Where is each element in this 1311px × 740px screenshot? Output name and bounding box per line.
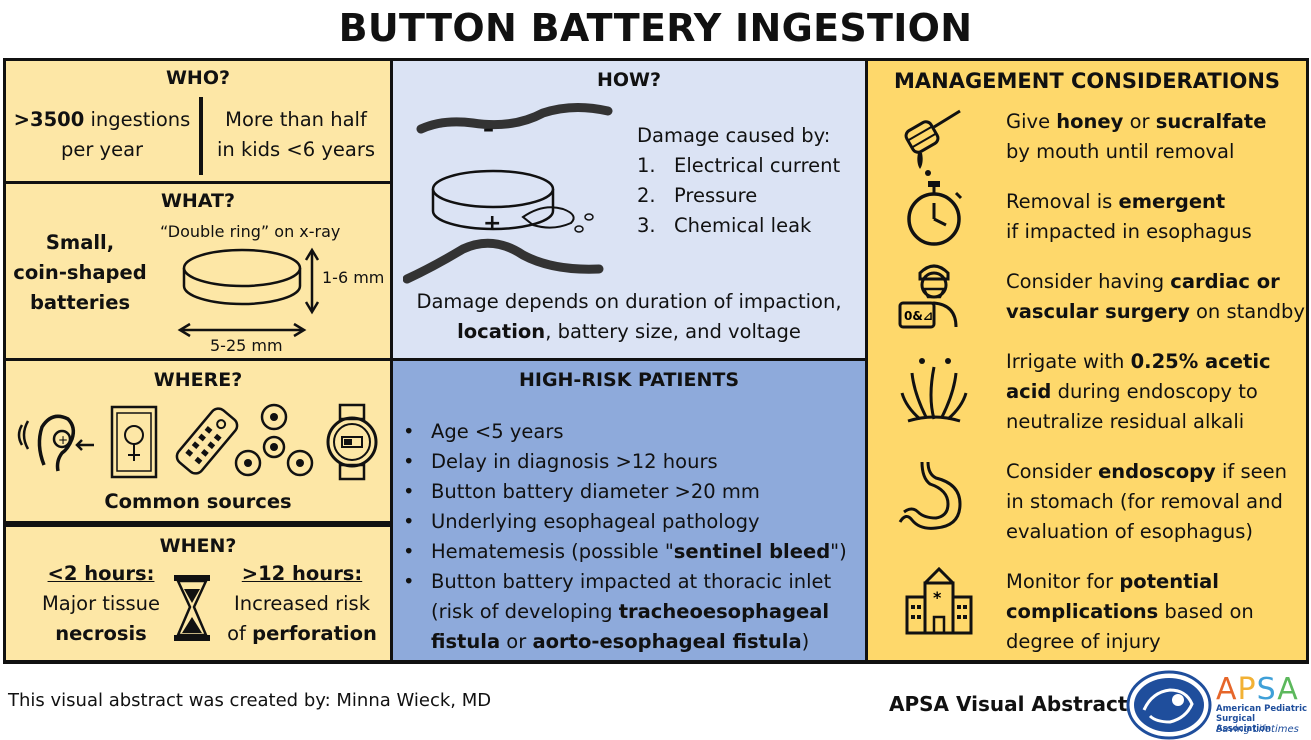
how-heading: HOW? xyxy=(596,69,662,91)
high-risk-heading: HIGH-RISK PATIENTS xyxy=(518,369,740,391)
apsa-logo-icon xyxy=(1126,670,1212,740)
cause-item: 1.Electrical current xyxy=(637,154,841,177)
svg-text:*: * xyxy=(933,588,942,607)
high-risk-panel: HIGH-RISK PATIENTS •Age <5 years •Delay … xyxy=(393,361,865,660)
when-heading: WHEN? xyxy=(159,535,237,557)
list-item: •Button battery impacted at thoracic inl… xyxy=(403,570,832,653)
list-item: •Button battery diameter >20 mm xyxy=(403,480,760,503)
what-panel: WHAT? Small, coin-shaped batteries “Doub… xyxy=(6,184,390,358)
where-caption: Common sources xyxy=(104,490,292,513)
apsa-tagline: Saving Lifetimes xyxy=(1216,724,1299,735)
hourglass-icon xyxy=(174,575,210,641)
list-item: •Hematemesis (possible "sentinel bleed") xyxy=(403,540,847,563)
splash-icon xyxy=(900,358,968,423)
damage-depends: Damage depends on duration of impaction,… xyxy=(416,290,842,343)
where-panel: WHERE? + xyxy=(6,361,390,521)
svg-text:0&⊿: 0&⊿ xyxy=(904,309,933,323)
cause-item: 2.Pressure xyxy=(637,184,758,207)
who-divider xyxy=(199,97,203,175)
hospital-icon: * xyxy=(905,566,973,635)
fidget-spinner-icon xyxy=(234,403,314,477)
damage-causes: Damage caused by: 1.Electrical current 2.… xyxy=(637,121,840,241)
list-item: •Age <5 years xyxy=(403,420,564,443)
how-panel: HOW? – + Damage caused by: 1.Electrical … xyxy=(393,61,865,358)
management-heading: MANAGEMENT CONSIDERATIONS xyxy=(893,69,1281,93)
surgeon-icon: 0&⊿ xyxy=(898,264,958,329)
management-panel: MANAGEMENT CONSIDERATIONS Give honey or … xyxy=(868,61,1306,660)
battery-diagram-icon xyxy=(177,247,320,338)
stomach-icon xyxy=(898,461,962,530)
battery-height-label: 1-6 mm xyxy=(322,268,385,287)
management-irrigate: Irrigate with 0.25% acetic acid during e… xyxy=(1006,350,1271,433)
apsa-wordmark: APSA xyxy=(1216,672,1299,707)
svg-text:+: + xyxy=(58,433,68,447)
cause-item: 3.Chemical leak xyxy=(637,214,812,237)
list-item: •Delay in diagnosis >12 hours xyxy=(403,450,718,473)
who-heading: WHO? xyxy=(165,67,231,89)
apsa-letters: APSA xyxy=(1216,672,1299,707)
list-item: •Underlying esophageal pathology xyxy=(403,510,760,533)
management-removal: Removal is emergent if impacted in esoph… xyxy=(1006,190,1252,243)
causes-list: 1.Electrical current 2.Pressure 3.Chemical… xyxy=(637,151,840,241)
who-panel: WHO? >3500 ingestions per year More than… xyxy=(6,61,390,181)
xray-note: “Double ring” on x-ray xyxy=(160,222,341,241)
what-description: Small, coin-shaped batteries xyxy=(13,231,147,314)
who-ingestions: >3500 ingestions per year xyxy=(13,108,191,161)
battery-damage-icon xyxy=(403,102,613,284)
series-name: APSA Visual Abstracts xyxy=(889,692,1140,716)
when-early: <2 hours: Major tissue necrosis xyxy=(41,562,161,645)
management-monitor: Monitor for potential complications base… xyxy=(1006,570,1254,653)
page-title: BUTTON BATTERY INGESTION xyxy=(338,6,973,50)
negative-terminal: – xyxy=(483,117,494,142)
where-heading: WHERE? xyxy=(153,369,243,391)
high-risk-list: •Age <5 years •Delay in diagnosis >12 ho… xyxy=(403,417,863,657)
who-age: More than half in kids <6 years xyxy=(216,108,376,161)
when-late: >12 hours: Increased risk of perforation xyxy=(227,562,377,645)
infographic-frame: WHO? >3500 ingestions per year More than… xyxy=(3,58,1309,664)
battery-width-label: 5-25 mm xyxy=(210,336,283,355)
musical-card-icon xyxy=(110,405,158,479)
what-heading: WHAT? xyxy=(160,190,236,212)
management-surgery: Consider having cardiac or vascular surg… xyxy=(1006,270,1305,323)
stopwatch-icon xyxy=(907,181,963,246)
management-endoscopy: Consider endoscopy if seen in stomach (f… xyxy=(1006,460,1287,543)
hearing-aid-icon: + xyxy=(17,414,94,472)
management-honey: Give honey or sucralfate by mouth until … xyxy=(1006,110,1267,163)
damage-title: Damage caused by: xyxy=(637,124,831,147)
honey-dipper-icon xyxy=(904,109,961,176)
remote-control-icon xyxy=(175,407,239,475)
credit-text: This visual abstract was created by: Min… xyxy=(8,690,492,711)
apsa-full-name: American Pediatric Surgical Association xyxy=(1216,704,1308,734)
when-panel: WHEN? <2 hours: Major tissue necrosis >1… xyxy=(6,527,390,660)
smartwatch-icon xyxy=(326,403,378,481)
positive-terminal: + xyxy=(483,211,502,236)
